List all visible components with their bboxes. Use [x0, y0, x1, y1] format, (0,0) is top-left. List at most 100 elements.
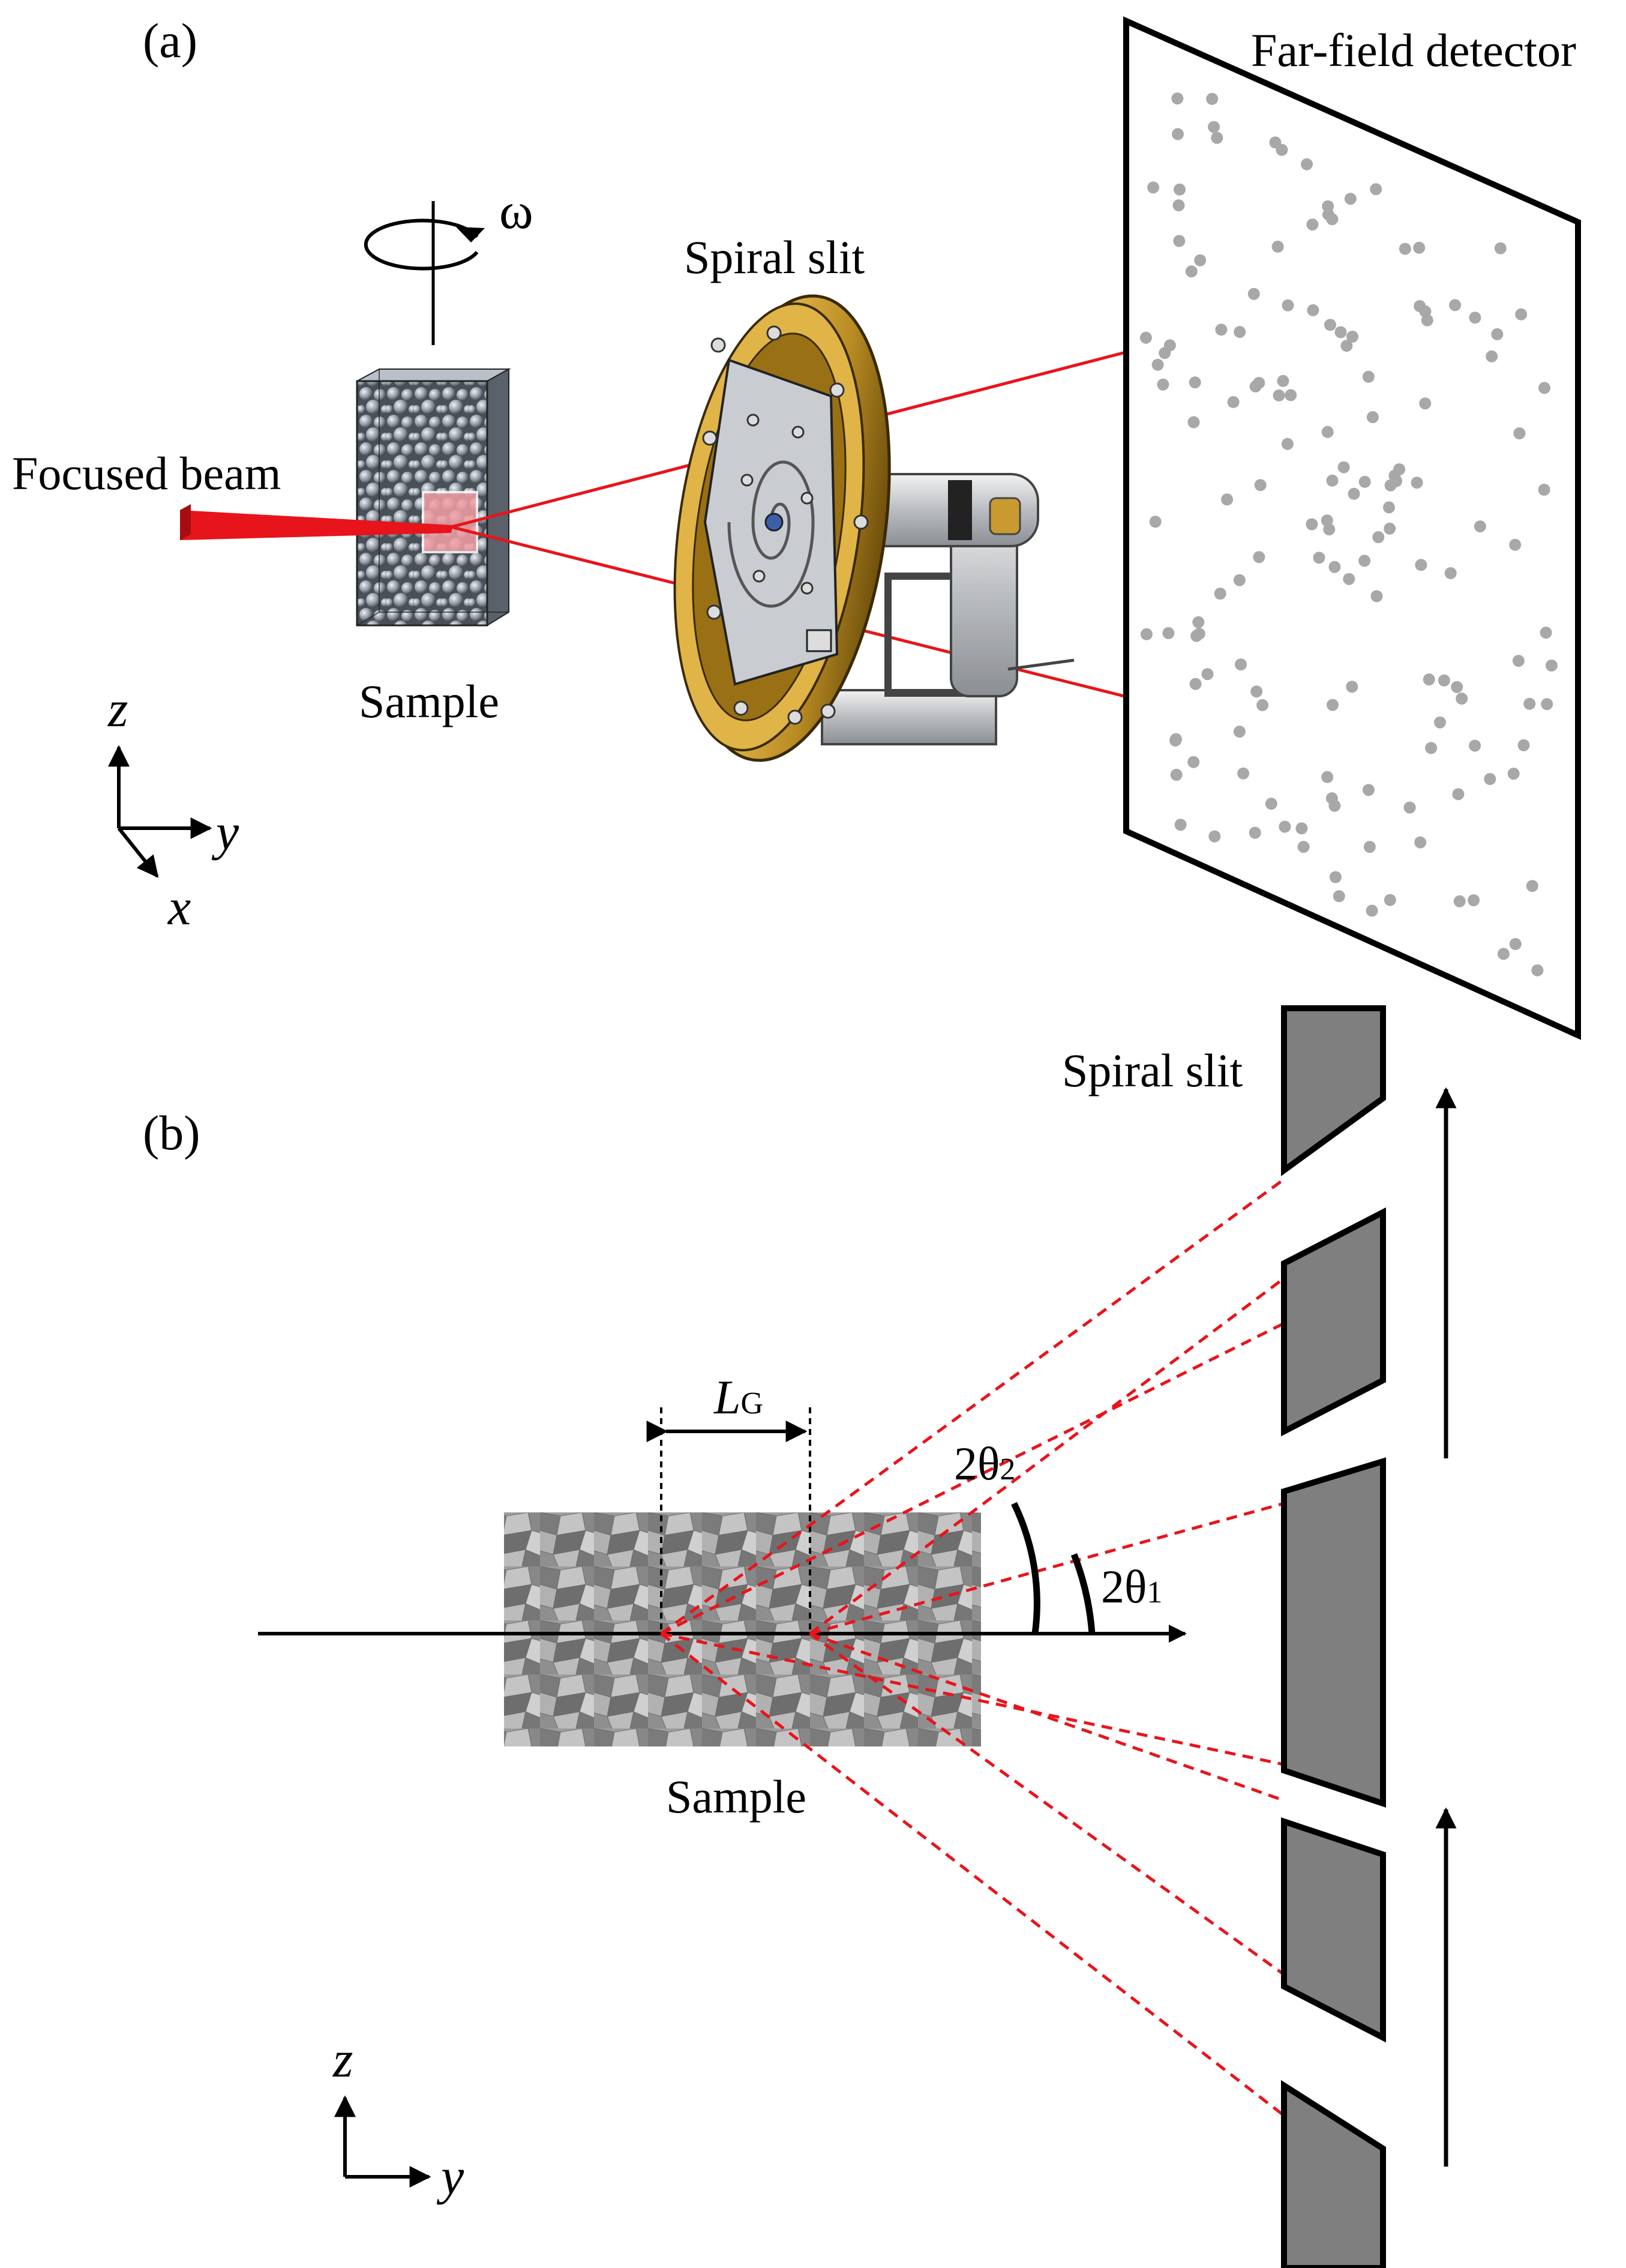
diffraction-spot	[1346, 681, 1358, 693]
diffraction-spot	[1344, 193, 1357, 205]
diffraction-spot	[1328, 561, 1341, 573]
diffraction-spot	[1193, 628, 1205, 640]
diffraction-spot	[1235, 658, 1247, 671]
diffraction-spot	[1149, 516, 1162, 528]
diffraction-spot	[1423, 673, 1435, 686]
diffraction-spot	[1411, 477, 1423, 489]
diffraction-spot	[1469, 739, 1481, 752]
diffraction-spot	[1140, 628, 1153, 640]
diffraction-spot	[1147, 181, 1160, 194]
diffraction-spot	[1509, 538, 1522, 551]
diffraction-spot	[1256, 699, 1269, 711]
diffraction-spot	[1173, 235, 1186, 247]
diffraction-spot	[1321, 514, 1333, 527]
diffraction-spot	[1206, 92, 1219, 105]
sample-block-a	[356, 368, 511, 627]
diffraction-spot	[1208, 121, 1220, 133]
diffraction-spot	[1237, 767, 1250, 780]
diffraction-spot	[1325, 792, 1338, 805]
diffraction-spot	[1497, 948, 1510, 960]
diffraction-spot	[1372, 531, 1385, 543]
diffraction-spot	[1484, 773, 1496, 785]
diffraction-spot	[1507, 768, 1520, 780]
angle-arc-1	[1070, 1553, 1096, 1634]
axis-x-a: x	[167, 878, 191, 936]
diffraction-spot	[1221, 493, 1234, 506]
diffraction-spot	[1295, 822, 1308, 835]
diffraction-spot	[1192, 616, 1205, 628]
detector-label: Far-field detector	[1251, 24, 1576, 76]
diffraction-spot	[1174, 183, 1186, 196]
diffraction-spot	[1362, 370, 1375, 383]
axis-y-a: y	[211, 803, 239, 861]
diffraction-spot	[1366, 411, 1379, 424]
diffraction-spot	[1247, 287, 1260, 300]
diffraction-spot	[1393, 463, 1406, 475]
diffraction-spot	[1139, 331, 1152, 344]
diffraction-spot	[1414, 300, 1426, 312]
diffraction-spot	[1413, 241, 1426, 254]
diffraction-spot	[1249, 826, 1261, 839]
diffraction-spot	[1333, 890, 1345, 903]
diffraction-spot	[1282, 299, 1294, 311]
spiral-slit-blocks	[1281, 1005, 1386, 2268]
diffraction-spot	[1214, 588, 1226, 600]
diffraction-spot	[1486, 350, 1498, 362]
diffraction-spot	[1159, 347, 1171, 359]
diffraction-spot	[1271, 241, 1284, 253]
diffraction-spot	[1334, 326, 1347, 338]
diffraction-spot	[1234, 326, 1246, 338]
diffraction-spot	[1189, 376, 1201, 389]
diffraction-spot	[1538, 382, 1550, 394]
diffraction-spot	[1285, 389, 1297, 402]
diffraction-spot	[1384, 522, 1396, 535]
diffraction-spot	[1174, 819, 1187, 831]
diffraction-spot	[1321, 426, 1334, 438]
diffraction-spot	[1517, 739, 1530, 751]
diffraction-spot	[1233, 574, 1246, 586]
angle-arc-2	[1011, 1502, 1040, 1634]
grain-structure-icon	[504, 1512, 981, 1746]
diffraction-spot	[1201, 668, 1214, 681]
diffraction-spot	[1324, 319, 1336, 331]
spiral-slit-device-icon	[673, 294, 1075, 762]
diffraction-spot	[1172, 199, 1185, 212]
diffraction-spot	[1215, 323, 1228, 336]
diffraction-spot	[1494, 242, 1507, 254]
diffraction-spot	[1515, 308, 1528, 320]
diffraction-spot	[1227, 396, 1240, 408]
diffraction-spot	[1538, 484, 1550, 496]
diffraction-spot	[1172, 128, 1184, 140]
axis-z-b: z	[332, 2030, 353, 2088]
diffraction-spot	[1452, 788, 1465, 801]
diffraction-spot	[1185, 265, 1198, 278]
diffraction-spot	[1306, 218, 1319, 231]
diffraction-spot	[1208, 830, 1221, 843]
diffraction-spot	[1383, 501, 1395, 514]
diffraction-spot	[1277, 374, 1289, 387]
diffraction-spot	[1157, 378, 1169, 391]
diffraction-spot	[1321, 771, 1334, 783]
diffraction-spot	[1363, 841, 1376, 853]
omega-label: ω	[499, 182, 533, 239]
diffraction-spot	[1474, 520, 1486, 533]
diffraction-spot	[1526, 880, 1538, 892]
diffraction-spot	[1415, 559, 1427, 571]
far-field-detector	[1123, 16, 1581, 1040]
axis-z-a: z	[107, 680, 128, 738]
gauge-length-label: LG	[713, 1371, 763, 1424]
diffraction-spot	[1425, 742, 1438, 754]
diffraction-spot	[1322, 208, 1334, 221]
diffraction-spot	[1399, 242, 1411, 255]
diffraction-spot	[1434, 716, 1446, 729]
diffraction-spot	[1370, 183, 1382, 196]
diffraction-spot	[1469, 311, 1481, 324]
diffraction-spot	[1233, 726, 1246, 738]
diffraction-spot	[1346, 331, 1358, 343]
diffraction-spot	[1403, 801, 1416, 814]
diffraction-spot	[1358, 555, 1371, 567]
diffraction-spot	[1265, 798, 1277, 810]
diffraction-spot	[1509, 938, 1522, 950]
gauge-length-marker	[646, 1407, 811, 1635]
